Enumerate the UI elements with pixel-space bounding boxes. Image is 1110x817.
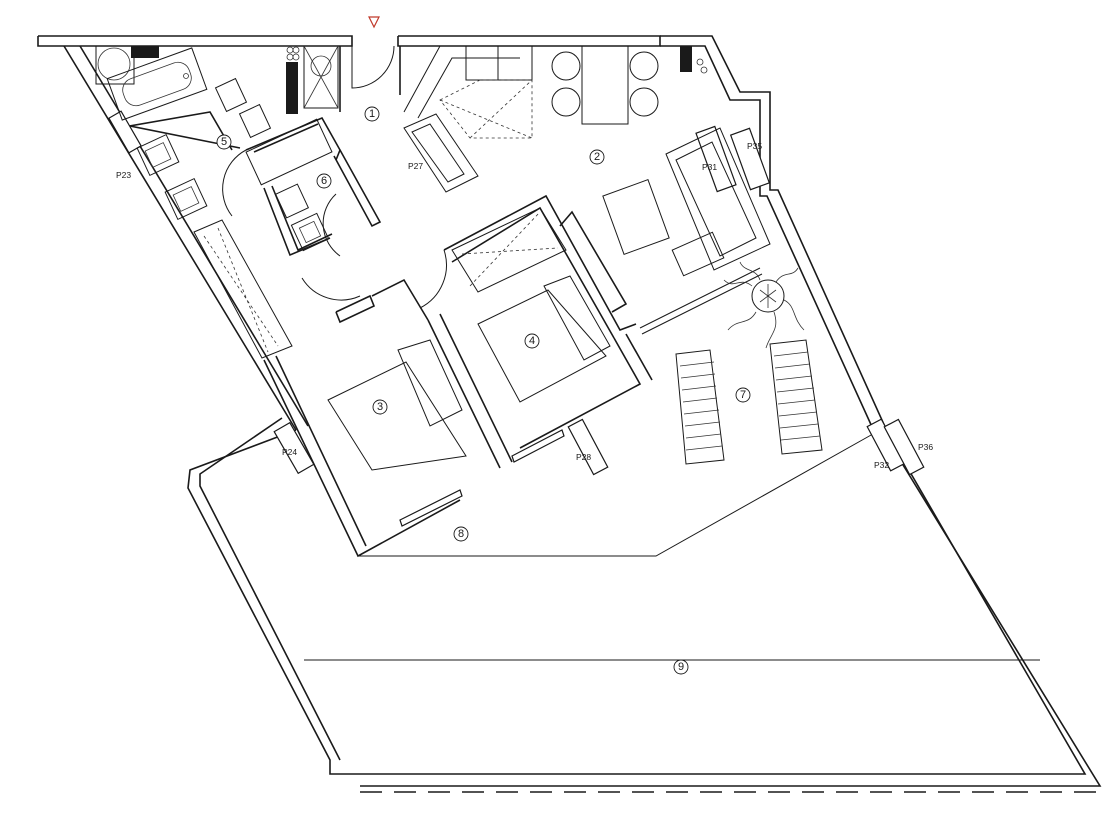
room-7-label: 7 [740, 389, 746, 401]
terrace-furniture [675, 261, 823, 465]
room-1-marker: 1 [364, 106, 380, 122]
room-8-marker: 8 [453, 526, 469, 542]
room-5-label: 5 [221, 136, 227, 148]
label-p31: P31 [702, 162, 717, 172]
interior-walls [117, 46, 653, 558]
label-p28: P28 [576, 452, 591, 462]
label-p23: P23 [116, 170, 131, 180]
room-6-marker: 6 [316, 173, 332, 189]
label-p27: P27 [408, 161, 423, 171]
plant-pot-icon [751, 279, 785, 313]
room-2-marker: 2 [589, 149, 605, 165]
room-markers: 1 2 3 4 5 6 7 8 9 [216, 106, 751, 675]
room-5-marker: 5 [216, 134, 232, 150]
room-6-label: 6 [321, 175, 327, 187]
exterior-walls [37, 35, 1102, 787]
carpentry-labels: P23 P24 P27 P28 P31 P32 P35 P36 [116, 141, 933, 470]
room-9-label: 9 [678, 661, 684, 673]
room-7-marker: 7 [735, 387, 751, 403]
room-4-marker: 4 [524, 333, 540, 349]
label-p36: P36 [918, 442, 933, 452]
doors [222, 16, 447, 309]
living-furniture [403, 45, 771, 293]
label-p32: P32 [874, 460, 889, 470]
bedroom-furniture [327, 275, 611, 471]
room-4-label: 4 [529, 335, 535, 347]
fixtures [95, 45, 708, 359]
room-3-marker: 3 [372, 399, 388, 415]
label-p35: P35 [747, 141, 762, 151]
entrance-marker-icon [368, 16, 380, 29]
room-1-label: 1 [369, 108, 375, 120]
label-p24: P24 [282, 447, 297, 457]
terrace-lines [304, 267, 1040, 661]
room-2-label: 2 [594, 151, 600, 163]
room-3-label: 3 [377, 401, 383, 413]
room-9-marker: 9 [673, 659, 689, 675]
window-units [108, 110, 925, 527]
room-8-label: 8 [458, 528, 464, 540]
